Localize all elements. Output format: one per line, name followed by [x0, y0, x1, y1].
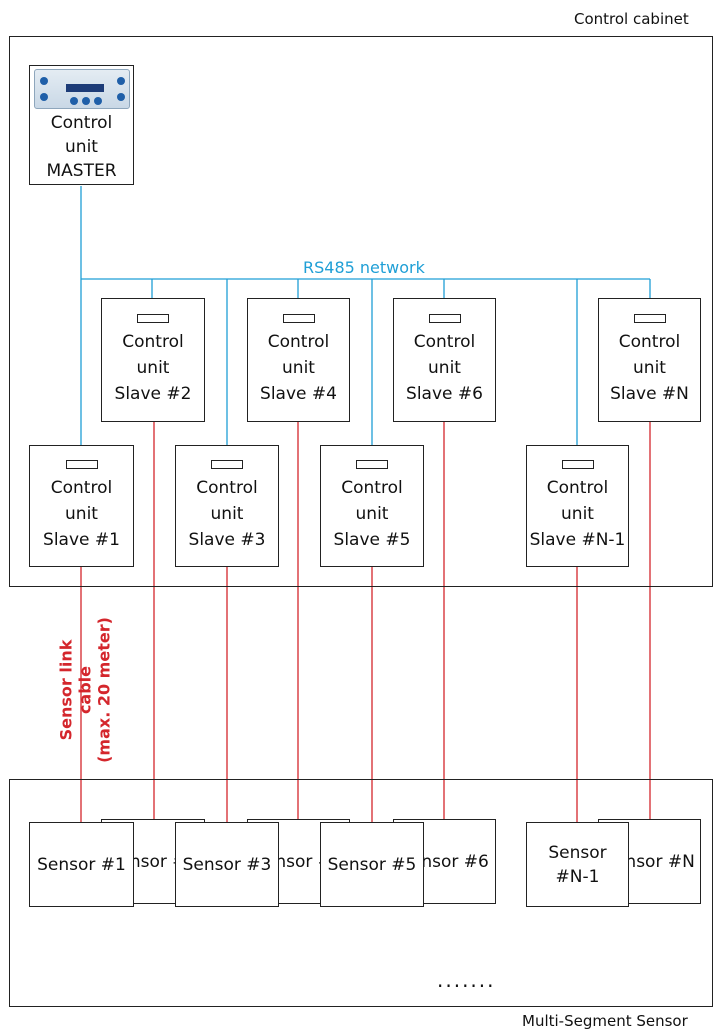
slave-unit-5: Control unit Slave #5 [320, 445, 424, 567]
control-cabinet-caption: Control cabinet [574, 10, 689, 28]
rs485-bus [80, 186, 651, 445]
slave-unit-6: Control unit Slave #6 [393, 298, 496, 422]
device-button-icon [69, 97, 78, 105]
control-cabinet-frame [9, 36, 713, 587]
sensor-label: Sensor #1 [37, 854, 126, 875]
sensor-label: Sensor #3 [182, 854, 272, 875]
device-lcd-icon [65, 84, 104, 92]
display-slot-icon [633, 313, 666, 323]
slave-line1: Control [50, 477, 113, 498]
slave-line1: Control [122, 331, 184, 352]
sensor-label-line1: Sensor [548, 842, 607, 863]
slave-line2: unit [282, 357, 315, 378]
slave-line2: unit [355, 503, 389, 524]
slave-unit-n: Control unit Slave #N [598, 298, 701, 422]
slave-line2: unit [428, 357, 461, 378]
sensor-3: Sensor #3 [175, 822, 279, 907]
master-line1: Control [50, 113, 113, 133]
slave-line1: Control [196, 477, 258, 498]
multi-segment-sensor-caption: Multi-Segment Sensor [522, 1012, 688, 1030]
sensor-label-line2: #N-1 [555, 866, 600, 887]
device-button-icon [116, 77, 125, 85]
slave-line2: unit [633, 357, 666, 378]
slave-line3: Slave #N [610, 383, 689, 404]
slave-unit-2: Control unit Slave #2 [101, 298, 205, 422]
rs485-network-label: RS485 network [303, 258, 425, 277]
display-slot-icon [65, 459, 98, 469]
device-button-icon [39, 93, 48, 101]
slave-unit-4: Control unit Slave #4 [247, 298, 350, 422]
sensor-link-cable-title: Sensor link cable [56, 639, 95, 741]
slave-line1: Control [618, 331, 681, 352]
slave-line3: Slave #3 [188, 529, 266, 550]
slave-line1: Control [341, 477, 403, 498]
slave-line1: Control [267, 331, 330, 352]
device-button-icon [39, 77, 48, 85]
device-button-icon [116, 93, 125, 101]
slave-line3: Slave #N-1 [529, 529, 626, 550]
master-line2: unit [65, 137, 98, 157]
device-button-icon [81, 97, 90, 105]
master-line3: MASTER [46, 161, 117, 181]
display-slot-icon [561, 459, 594, 469]
slave-line3: Slave #6 [406, 383, 483, 404]
sensor-5: Sensor #5 [320, 822, 424, 907]
display-slot-icon [137, 313, 169, 323]
display-slot-icon [428, 313, 461, 323]
sensor-1-box: Sensor #1 [29, 822, 134, 907]
slave-line2: unit [561, 503, 594, 524]
slave-line2: unit [210, 503, 244, 524]
sensor-link-cable-note: (max. 20 meter) [94, 617, 114, 763]
slave-unit-n-1: Control unit Slave #N-1 [526, 445, 629, 567]
ellipsis-more-sensors: ....... [437, 968, 496, 992]
sensor-label: Sensor #5 [327, 854, 417, 875]
slave-line3: Slave #1 [43, 529, 120, 550]
display-slot-icon [356, 459, 388, 469]
master-control-unit: Control unit MASTER [29, 65, 134, 185]
slave-unit-3: Control unit Slave #3 [175, 445, 279, 567]
slave-line3: Slave #4 [260, 383, 337, 404]
sensor-link-cable-label: Sensor link cable (max. 20 meter) [57, 615, 114, 765]
slave-line1: Control [546, 477, 609, 498]
multi-segment-sensor-frame [9, 779, 713, 1007]
slave-line2: unit [65, 503, 98, 524]
device-button-icon [93, 97, 102, 105]
display-slot-icon [282, 313, 315, 323]
control-unit-device-image [33, 69, 130, 109]
display-slot-icon [211, 459, 243, 469]
slave-line3: Slave #2 [114, 383, 192, 404]
sensor-n-1: Sensor #N-1 [526, 822, 629, 907]
slave-line1: Control [413, 331, 476, 352]
slave-line2: unit [136, 357, 170, 378]
slave-line3: Slave #5 [333, 529, 411, 550]
slave-unit-1: Control unit Slave #1 [29, 445, 134, 567]
